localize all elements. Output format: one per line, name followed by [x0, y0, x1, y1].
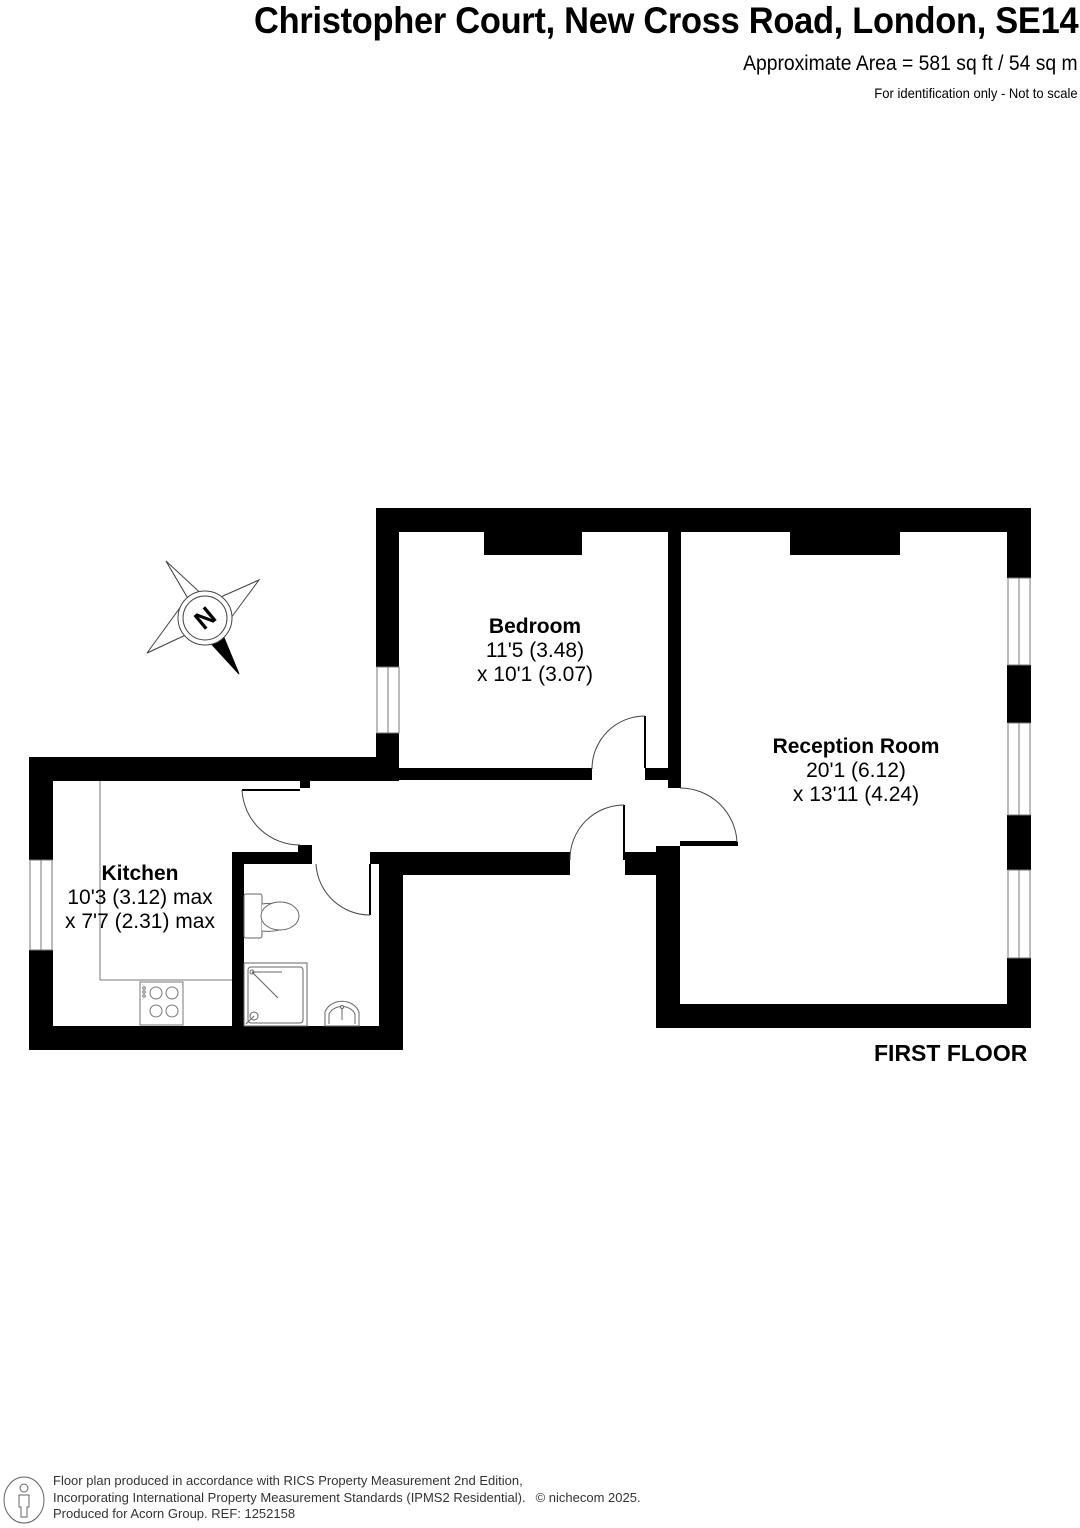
footer-line-3: Produced for Acorn Group. REF: 1252158 [53, 1506, 296, 1521]
room-label-kitchen: Kitchen 10'3 (3.12) max x 7'7 (2.31) max [50, 862, 230, 934]
approximate-area: Approximate Area = 581 sq ft / 54 sq m [743, 52, 1078, 75]
footer-line-2: Incorporating International Property Mea… [53, 1489, 526, 1505]
room-dimension: 10'3 (3.12) max [67, 886, 213, 909]
room-name: Bedroom [488, 615, 582, 638]
room-name: Reception Room [772, 735, 940, 758]
room-dimension: x 7'7 (2.31) max [65, 910, 215, 933]
person-icon [3, 1476, 45, 1524]
page-title: Christopher Court, New Cross Road, Londo… [253, 0, 1079, 41]
sink-icon [324, 1000, 360, 1027]
footer-text: Floor plan produced in accordance with R… [53, 1473, 641, 1523]
footer: Floor plan produced in accordance with R… [0, 1473, 720, 1528]
toilet-icon [243, 893, 300, 939]
floor-label: FIRST FLOOR [874, 1040, 1028, 1066]
hob-icon [139, 981, 184, 1026]
room-dimension: 20'1 (6.12) [806, 759, 906, 782]
room-label-bedroom: Bedroom 11'5 (3.48) x 10'1 (3.07) [460, 615, 610, 687]
room-dimension: x 13'11 (4.24) [792, 783, 920, 806]
kitchen-fixtures [99, 781, 232, 1026]
room-name: Kitchen [101, 862, 179, 885]
room-dimension: 11'5 (3.48) [485, 639, 585, 662]
compass-rose-icon: N [146, 560, 261, 675]
doors [241, 715, 738, 916]
copyright: © nichecom 2025. [535, 1489, 641, 1505]
footer-line-1: Floor plan produced in accordance with R… [53, 1473, 523, 1488]
room-label-reception: Reception Room 20'1 (6.12) x 13'11 (4.24… [756, 735, 956, 807]
disclaimer: For identification only - Not to scale [874, 85, 1078, 101]
shower-tray-icon [243, 962, 308, 1027]
windows [29, 577, 1031, 959]
bathroom-fixtures [243, 893, 360, 1027]
room-dimension: x 10'1 (3.07) [476, 663, 594, 686]
walls [29, 508, 1031, 1050]
